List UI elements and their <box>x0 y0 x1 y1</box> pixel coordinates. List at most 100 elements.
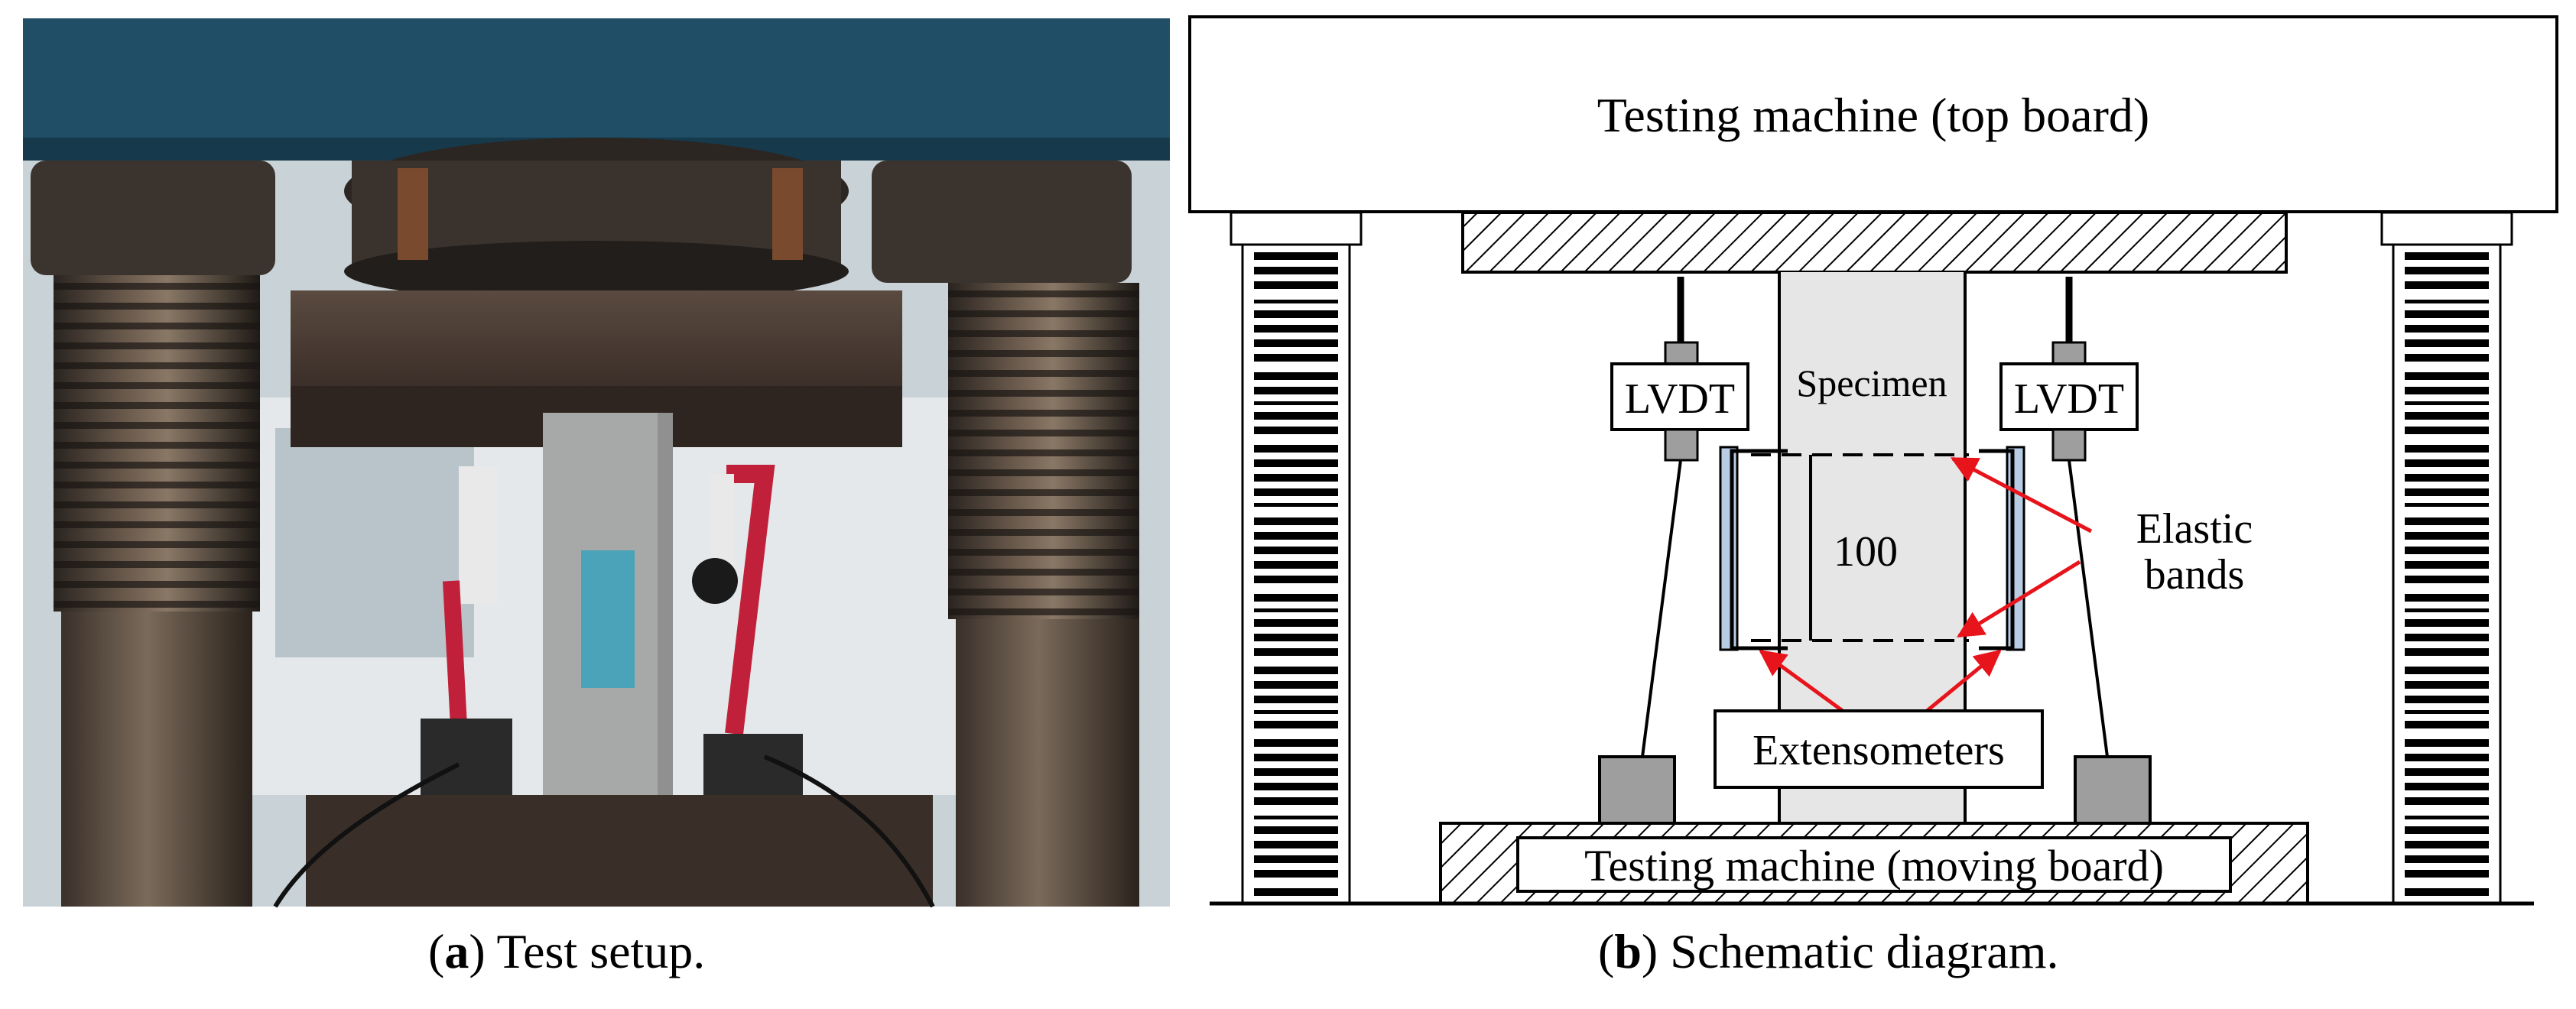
column-stripe <box>1254 339 1338 347</box>
screw-thread <box>948 549 1139 556</box>
spring-left <box>398 168 428 260</box>
column-stripe <box>1254 648 1338 656</box>
column-stripe <box>1254 310 1338 318</box>
column-stripe <box>2405 325 2489 333</box>
column-stripe <box>1254 855 1338 863</box>
screw-thread <box>948 469 1139 476</box>
column-stripe <box>1254 816 1338 819</box>
column-stripe <box>2405 608 2489 612</box>
screw-thread <box>54 601 260 608</box>
left-lvdt-base <box>1598 755 1676 826</box>
right-screw-threads <box>948 290 1139 615</box>
screw-thread <box>54 342 260 349</box>
right-magnetic-knob <box>692 558 738 604</box>
screw-thread <box>54 501 260 508</box>
column-stripe <box>2405 387 2489 394</box>
moving-board-label-box <box>1516 836 2232 893</box>
column-stripe <box>2405 310 2489 318</box>
right-lvdt-rod <box>2068 459 2109 758</box>
column-stripe <box>2405 445 2489 453</box>
column-stripe <box>2405 648 2489 656</box>
left-screw-nut <box>31 161 275 275</box>
column-stripe <box>1254 547 1338 554</box>
screw-thread <box>948 608 1139 615</box>
top-platen <box>1461 211 2288 274</box>
column-stripe <box>2405 576 2489 583</box>
column-stripe <box>1254 387 1338 394</box>
test-setup-photo <box>23 18 1170 908</box>
arrow-elastic-bottom <box>1957 560 2081 638</box>
caption-b-letter: b <box>1614 924 1642 978</box>
column-stripe <box>1254 739 1338 747</box>
column-stripe <box>1254 870 1338 878</box>
lower-platen <box>306 795 933 907</box>
specimen-label: Specimen <box>1796 362 1947 404</box>
screw-thread <box>54 482 260 488</box>
screw-thread <box>948 509 1139 516</box>
screw-thread <box>54 382 260 389</box>
screw-thread <box>54 402 260 409</box>
screw-thread <box>948 569 1139 576</box>
column-stripe <box>1254 445 1338 453</box>
column-stripe <box>1254 594 1338 602</box>
cable-1 <box>273 762 460 908</box>
column-stripe <box>2405 783 2489 790</box>
left-magnetic-base <box>421 719 512 795</box>
right-column <box>956 619 1139 907</box>
screw-thread <box>54 442 260 449</box>
column-stripe <box>1254 710 1338 714</box>
schematic-diagram: Testing machine (top board) Specimen 100 <box>1188 15 2558 906</box>
column-stripe <box>2405 768 2489 776</box>
screw-thread <box>948 370 1139 377</box>
column-stripe <box>1254 608 1338 612</box>
column-stripe <box>2405 372 2489 380</box>
column-stripe <box>2405 754 2489 761</box>
screw-thread <box>54 521 260 528</box>
column-stripe <box>2405 841 2489 848</box>
column-stripe <box>2405 888 2489 896</box>
right-extensometer <box>1979 449 2015 650</box>
column-stripe <box>1254 634 1338 641</box>
cable-2 <box>763 754 935 908</box>
column-stripe <box>2405 721 2489 728</box>
column-stripe <box>2405 634 2489 641</box>
right-screw-nut <box>872 161 1132 283</box>
column-stripe <box>1254 797 1338 805</box>
column-stripe <box>1254 325 1338 333</box>
column-stripe <box>2405 474 2489 482</box>
column-stripe <box>1254 721 1338 728</box>
column-stripe <box>2405 427 2489 434</box>
column-stripe <box>1254 696 1338 703</box>
column-stripe <box>1254 768 1338 776</box>
column-stripe <box>2405 252 2489 260</box>
column-stripe <box>2405 412 2489 420</box>
arrow-extensometer-right <box>1925 649 2002 712</box>
screw-thread <box>54 323 260 329</box>
left-extensometer <box>1730 449 1788 650</box>
column-stripe <box>1254 459 1338 467</box>
column-stripe <box>1254 503 1338 507</box>
column-stripe <box>2405 710 2489 714</box>
screw-thread <box>948 350 1139 357</box>
column-stripe <box>1254 667 1338 674</box>
screw-thread <box>948 449 1139 456</box>
column-stripe <box>1254 252 1338 260</box>
left-screw-threads <box>54 283 260 608</box>
column-stripe <box>2405 488 2489 496</box>
column-stripe <box>2405 816 2489 819</box>
column-stripe <box>2405 619 2489 627</box>
column-stripe <box>1254 619 1338 627</box>
right-lvdt-label: LVDT <box>2014 375 2124 423</box>
column-stripe <box>1254 826 1338 834</box>
right-magnetic-arm <box>725 465 775 735</box>
column-stripe <box>1254 281 1338 289</box>
screw-thread <box>948 489 1139 496</box>
screw-thread <box>948 290 1139 297</box>
column-stripe <box>2405 354 2489 362</box>
arrow-extensometer-left <box>1759 649 1844 713</box>
left-magnetic-arm <box>443 580 467 727</box>
top-board-label: Testing machine (top board) <box>1597 88 2149 142</box>
left-column <box>61 612 252 907</box>
column-stripe <box>2405 855 2489 863</box>
